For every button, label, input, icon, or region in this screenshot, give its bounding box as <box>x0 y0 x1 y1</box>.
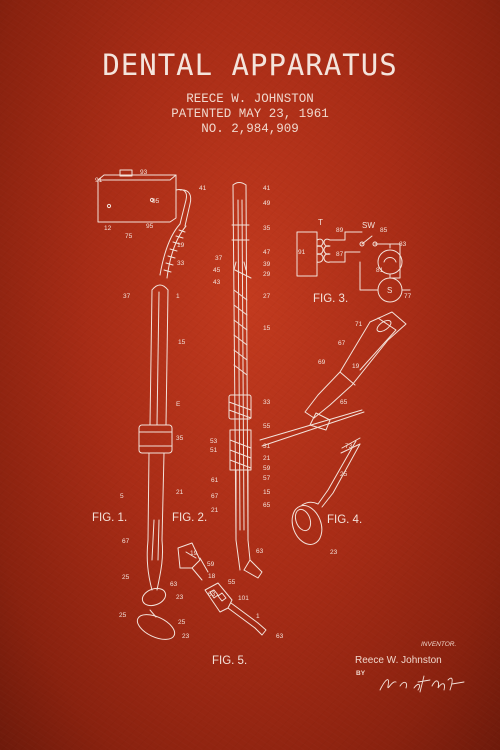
ref-27: 27 <box>263 293 271 300</box>
ref-63-fig2: 63 <box>256 548 264 555</box>
ref-69: 69 <box>318 359 326 366</box>
ref-49: 49 <box>263 200 271 207</box>
ref-59-fig2: 59 <box>263 465 271 472</box>
ref-95: 95 <box>152 198 160 205</box>
figure-1-drawing <box>97 169 192 640</box>
ref-1-fig1: 1 <box>176 293 180 300</box>
ref-41-fig2: 41 <box>263 185 271 192</box>
ref-15b-fig2: 15 <box>263 489 271 496</box>
motor-label: S <box>387 286 392 295</box>
ref-63b-fig5: 63 <box>276 633 284 640</box>
ref-47: 47 <box>263 249 271 256</box>
ref-21-fig1: 21 <box>176 489 184 496</box>
ref-19-fig4: 19 <box>352 363 360 370</box>
ref-23-fig1: 23 <box>176 594 184 601</box>
ref-15-fig1: 15 <box>178 339 186 346</box>
ref-21b-fig2: 21 <box>211 507 219 514</box>
ref-87: 87 <box>336 251 344 258</box>
ref-77: 77 <box>404 293 412 300</box>
ref-25c-fig1: 25 <box>178 619 186 626</box>
ref-55-fig5: 55 <box>228 579 236 586</box>
ref-57: 57 <box>263 475 271 482</box>
ref-65-fig2: 65 <box>263 502 271 509</box>
patent-number-line: NO. 2,984,909 <box>201 122 299 136</box>
ref-25b-fig1: 25 <box>119 612 127 619</box>
fig-2-label: FIG. 2. <box>172 512 207 524</box>
fig-1-label: FIG. 1. <box>92 512 127 524</box>
figure-2-drawing <box>228 182 263 579</box>
ref-71: 71 <box>355 321 363 328</box>
ref-23b-fig1: 23 <box>182 633 190 640</box>
ref-61: 61 <box>211 477 219 484</box>
ref-63-fig1: 63 <box>170 581 178 588</box>
ref-43: 43 <box>213 279 221 286</box>
ref-29: 29 <box>263 271 271 278</box>
attorney-signature <box>379 675 465 693</box>
ref-1-fig5: 1 <box>256 613 260 620</box>
transformer-label: T <box>318 218 323 227</box>
figure-4-upper-drawing <box>304 311 407 431</box>
ref-45: 45 <box>213 267 221 274</box>
reference-numerals: 91 93 95 95 75 12 41 19 33 37 1 15 E 35 … <box>95 169 412 640</box>
ref-19-fig5: 19 <box>190 550 198 557</box>
ref-95b: 95 <box>146 223 154 230</box>
ref-55: 55 <box>263 423 271 430</box>
fig-3-label: FIG. 3. <box>313 293 348 305</box>
ref-67-fig4: 67 <box>338 340 346 347</box>
ref-81: 81 <box>376 267 384 274</box>
ref-39: 39 <box>263 261 271 268</box>
ref-19-fig1: 19 <box>177 242 185 249</box>
fig-5-label: FIG. 5. <box>212 655 247 667</box>
inventor-line: REECE W. JOHNSTON <box>186 92 314 106</box>
ref-5: 5 <box>120 493 124 500</box>
ref-51: 51 <box>210 447 218 454</box>
ref-12: 12 <box>104 225 112 232</box>
figure-4-lower-drawing <box>291 437 361 545</box>
inventor-label: INVENTOR. <box>421 641 457 648</box>
ref-25-fig1: 25 <box>122 574 130 581</box>
ref-21-fig2: 21 <box>263 455 271 462</box>
ref-75: 75 <box>125 233 133 240</box>
ref-18: 18 <box>208 573 216 580</box>
ref-33-fig2: 33 <box>263 399 271 406</box>
ref-73: 73 <box>345 443 353 450</box>
fig-4-label: FIG. 4. <box>327 514 362 526</box>
ref-41-fig1: 41 <box>199 185 207 192</box>
ref-33-fig1: 33 <box>177 260 185 267</box>
ref-91: 91 <box>95 177 103 184</box>
patent-title: DENTAL APPARATUS <box>102 48 398 82</box>
ref-67-fig1: 67 <box>122 538 130 545</box>
ref-25-fig4: 25 <box>340 471 348 478</box>
ref-37-fig2: 37 <box>215 255 223 262</box>
inventor-name: Reece W. Johnston <box>355 655 442 666</box>
ref-15-fig2: 15 <box>263 325 271 332</box>
ref-35-fig2: 35 <box>263 225 271 232</box>
ref-53: 53 <box>210 438 218 445</box>
patent-date-line: PATENTED MAY 23, 1961 <box>171 107 329 121</box>
ref-31: 31 <box>263 443 271 450</box>
figure-5-drawing <box>177 542 267 636</box>
ref-89: 89 <box>336 227 344 234</box>
ref-83: 83 <box>399 241 407 248</box>
ref-85: 85 <box>380 227 388 234</box>
ref-59-fig5: 59 <box>207 561 215 568</box>
ref-E: E <box>176 401 181 408</box>
ref-63-fig5: 63 <box>208 591 216 598</box>
ref-91-fig3: 91 <box>298 249 306 256</box>
ref-67-fig2: 67 <box>211 493 219 500</box>
switch-label: SW <box>362 221 375 230</box>
ref-93: 93 <box>140 169 148 176</box>
ref-37-fig1: 37 <box>123 293 131 300</box>
ref-35-fig1: 35 <box>176 435 184 442</box>
ref-101: 101 <box>238 595 249 602</box>
ref-23-fig4: 23 <box>330 549 338 556</box>
ref-65-fig4: 65 <box>340 399 348 406</box>
by-label: BY <box>356 670 366 677</box>
figure-3-drawing <box>296 231 411 303</box>
